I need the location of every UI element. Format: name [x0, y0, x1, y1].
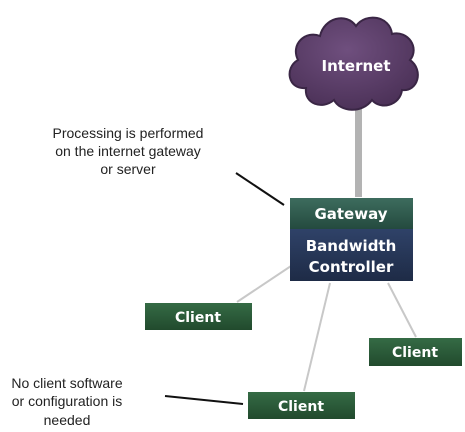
no-client-note-line-3: needed: [44, 412, 91, 428]
link-client-3: [388, 283, 416, 337]
processing-note-line-1: Processing is performed: [53, 125, 204, 141]
no-client-note: No client software or configuration is n…: [11, 375, 122, 428]
client-label-1: Client: [175, 310, 221, 326]
no-client-note-line-1: No client software: [11, 375, 122, 391]
processing-note: Processing is performed on the internet …: [53, 125, 204, 177]
bandwidth-label: Bandwidth: [306, 237, 397, 255]
no-client-note-pointer: [165, 396, 243, 404]
internet-label: Internet: [321, 57, 390, 75]
processing-note-pointer: [236, 173, 284, 205]
gateway-label: Gateway: [314, 205, 387, 223]
client-label-2: Client: [392, 345, 438, 361]
client-label-3: Client: [278, 399, 324, 415]
processing-note-line-3: or server: [100, 161, 156, 177]
uplink-line: [355, 100, 362, 197]
processing-note-line-2: on the internet gateway: [55, 143, 201, 159]
no-client-note-line-2: or configuration is: [12, 393, 123, 409]
link-client-1: [237, 264, 294, 302]
controller-label: Controller: [309, 258, 394, 276]
link-client-2: [304, 283, 330, 391]
